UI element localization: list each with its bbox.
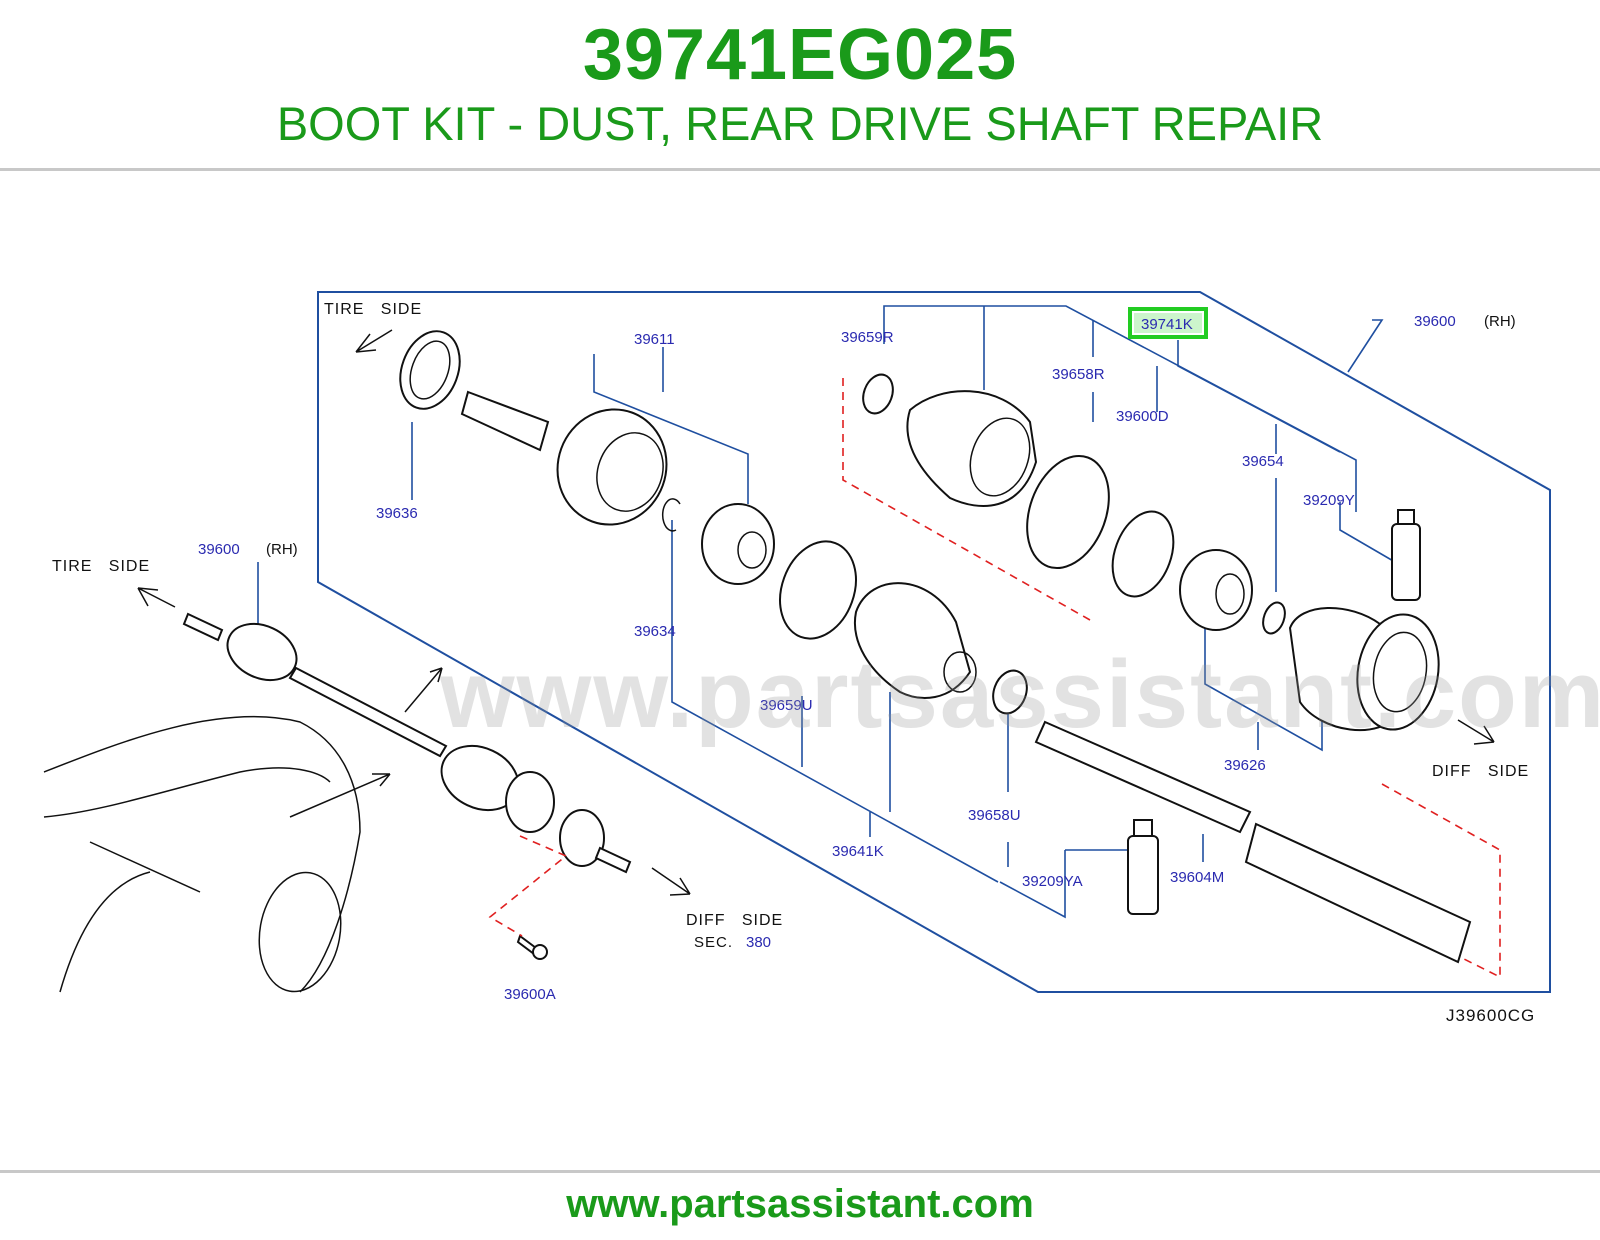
diff-side-arrow-bottom <box>651 867 691 896</box>
callout-39634[interactable]: 39634 <box>634 623 676 640</box>
diff-side-arrow-right <box>1457 719 1495 745</box>
shaft-39604M <box>1034 720 1472 964</box>
callout-39209Y[interactable]: 39209Y <box>1303 492 1355 509</box>
band-39659R <box>862 373 894 415</box>
housing-39626 <box>1288 607 1440 732</box>
rh-label-left: (RH) <box>266 541 298 558</box>
callout-39741K[interactable]: 39741K <box>1141 316 1193 333</box>
inner-race-39641K <box>701 503 775 585</box>
diff-dash-lead <box>488 835 568 937</box>
callout-39636[interactable]: 39636 <box>376 505 418 522</box>
callout-39600-left[interactable]: 39600 <box>198 541 240 558</box>
tire-side-note-top: TIRE SIDE <box>324 301 422 318</box>
part-number-title: 39741EG025 <box>582 15 1018 95</box>
vehicle-outline <box>43 667 443 993</box>
callout-39658R[interactable]: 39658R <box>1052 366 1105 383</box>
grease-39209YA <box>1127 819 1159 915</box>
outer-joint-39611 <box>460 390 668 526</box>
bolt-39600A <box>516 934 548 960</box>
parts-diagram: 39611 39636 39659R 39741K 39600 (RH) 396… <box>43 291 1551 1025</box>
callout-39658U[interactable]: 39658U <box>968 807 1021 824</box>
callout-labels: 39611 39636 39659R 39741K 39600 (RH) 396… <box>198 313 1516 1003</box>
band-39658R <box>1026 454 1110 570</box>
sec-value-link[interactable]: 380 <box>746 934 771 951</box>
callout-39659U[interactable]: 39659U <box>760 697 813 714</box>
grease-39209Y <box>1391 509 1421 601</box>
boot-outer <box>853 582 977 699</box>
part-description: BOOT KIT - DUST, REAR DRIVE SHAFT REPAIR <box>276 97 1324 150</box>
footer-url-link[interactable]: www.partsassistant.com <box>566 1182 1034 1226</box>
tire-side-note-left: TIRE SIDE <box>52 558 150 575</box>
boot-band-39659U <box>779 540 857 640</box>
diff-side-note-right: DIFF SIDE <box>1432 763 1529 780</box>
snap-ring-39654 <box>1262 601 1286 635</box>
callout-39209YA[interactable]: 39209YA <box>1022 873 1083 890</box>
callout-39654[interactable]: 39654 <box>1242 453 1284 470</box>
rh-label-top: (RH) <box>1484 313 1516 330</box>
leader-lines <box>257 305 1396 919</box>
diagram-code: J39600CG <box>1446 1006 1535 1025</box>
callout-39659R[interactable]: 39659R <box>841 329 894 346</box>
boot-band-39658U <box>992 669 1028 715</box>
exploded-view-frame <box>317 291 1551 993</box>
tire-side-arrow-left <box>137 587 176 608</box>
sec-label: SEC. <box>694 934 733 951</box>
highlight-box-39741K <box>1128 307 1208 339</box>
watermark: www.partsassistant.com <box>440 641 1600 748</box>
header: 39741EG025 BOOT KIT - DUST, REAR DRIVE S… <box>0 0 1600 170</box>
callout-39600A[interactable]: 39600A <box>504 986 556 1003</box>
callout-39600D[interactable]: 39600D <box>1116 408 1169 425</box>
inner-race-39654 <box>1179 549 1253 631</box>
callout-39604M[interactable]: 39604M <box>1170 869 1224 886</box>
top-divider <box>0 168 1600 171</box>
callout-39611[interactable]: 39611 <box>634 331 675 348</box>
bottom-divider <box>0 1170 1600 1173</box>
tire-side-arrow-top <box>355 329 393 353</box>
seal-39600D <box>1111 510 1175 598</box>
dust-seal-39636 <box>399 330 461 410</box>
diff-side-note-bottom: DIFF SIDE <box>686 912 783 929</box>
side-notes: TIRE SIDE TIRE SIDE DIFF SIDE DIFF SIDE … <box>52 301 1535 1025</box>
callout-39600-top[interactable]: 39600 <box>1414 313 1456 330</box>
highlight-fill <box>1134 313 1202 333</box>
boot-inner <box>906 390 1038 507</box>
snap-ring-39634 <box>661 498 681 532</box>
callout-39641K[interactable]: 39641K <box>832 843 884 860</box>
callout-39626[interactable]: 39626 <box>1224 757 1266 774</box>
drive-shaft-assembly-left <box>182 612 632 874</box>
